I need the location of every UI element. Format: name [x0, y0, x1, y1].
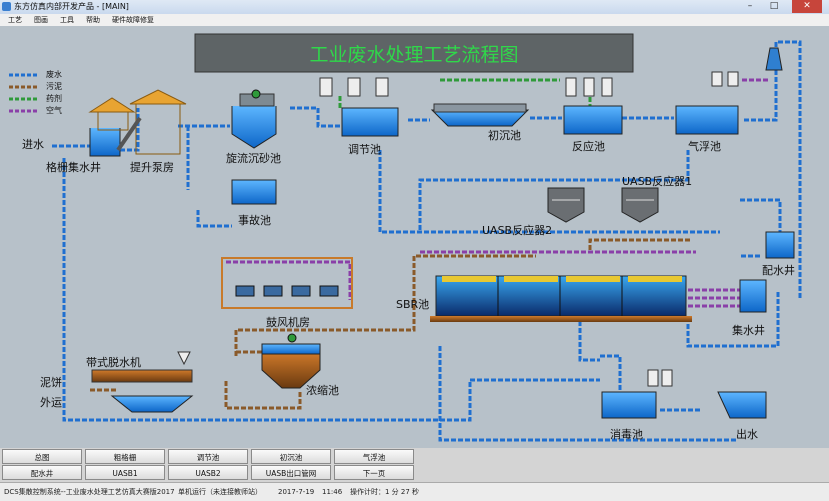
- water-pipes: [52, 40, 802, 442]
- label-reaction-tank[interactable]: 反应池: [572, 140, 605, 153]
- label-collection-well[interactable]: 集水井: [732, 324, 765, 337]
- label-sbr-tank[interactable]: SBR池: [396, 298, 430, 311]
- minimize-button[interactable]: –: [747, 1, 753, 11]
- label-uasb-reactor-1[interactable]: UASB反应器1: [622, 175, 693, 188]
- air-pipes: [226, 78, 770, 308]
- nav-button-primary-clarifier[interactable]: 初沉池: [251, 449, 331, 464]
- legend-label-air: 空气: [46, 106, 62, 115]
- uasb-reactor-1: [621, 187, 659, 223]
- legend-label-sludge: 污泥: [46, 82, 62, 91]
- grit-chamber: [231, 89, 277, 149]
- menu-item-process[interactable]: 工艺: [8, 16, 22, 24]
- dosing-units-3: [647, 369, 673, 387]
- app-icon: [2, 2, 11, 11]
- menu-item-tools[interactable]: 工具: [60, 16, 74, 24]
- label-belt-filter-press[interactable]: 带式脱水机: [86, 356, 141, 369]
- process-flow-diagram: [9, 33, 802, 442]
- diagram-title: 工业废水处理工艺流程图: [309, 44, 519, 66]
- status-date: 2017-7-19: [278, 488, 315, 496]
- nav-button-coarse-screen[interactable]: 粗格栅: [85, 449, 165, 464]
- status-timer: 操作计时：1 分 27 秒: [350, 488, 420, 496]
- blower-house: [221, 257, 353, 309]
- nav-button-flotation-tank[interactable]: 气浮池: [334, 449, 414, 464]
- distribution-well: [765, 231, 795, 259]
- thickener: [261, 333, 321, 389]
- label-disinfection-tank[interactable]: 消毒池: [610, 428, 643, 441]
- legend-label-wastewater: 废水: [46, 70, 62, 79]
- nav-button-overview[interactable]: 总图: [2, 449, 82, 464]
- flotation-dosing: [711, 71, 739, 87]
- legend-label-chemical: 药剂: [46, 94, 62, 103]
- status-bar: DCS集散控制系统--工业废水处理工艺仿真大赛版2017 单机运行（未连接教师站…: [0, 482, 829, 501]
- label-grit-chamber[interactable]: 旋流沉砂池: [226, 152, 281, 165]
- sludge-pipes: [90, 238, 690, 410]
- lift-pump-house: [116, 89, 187, 155]
- adjustment-tank: [341, 107, 399, 137]
- label-thickener[interactable]: 浓缩池: [306, 384, 339, 397]
- label-lift-pump-house[interactable]: 提升泵房: [130, 161, 174, 174]
- label-adjustment-tank[interactable]: 调节池: [348, 143, 381, 156]
- navigation-bar: 总图 粗格栅 调节池 初沉池 气浮池 配水井 UASB1 UASB2 UASB出…: [0, 448, 829, 482]
- screen-well: [88, 97, 136, 157]
- label-blower-house[interactable]: 鼓风机房: [266, 316, 310, 329]
- uasb-reactor-2: [547, 187, 585, 223]
- label-emergency-tank[interactable]: 事故池: [238, 214, 271, 227]
- legend-lines: [9, 73, 38, 113]
- label-distribution-well[interactable]: 配水井: [762, 264, 795, 277]
- belt-filter-press: [91, 351, 194, 413]
- process-canvas: 工业废水处理工艺流程图 废水 污泥 药剂 空气 进水 格栅集水井 提升泵房 旋流…: [0, 26, 829, 448]
- flotation-tank: [675, 105, 739, 135]
- label-flotation-tank[interactable]: 气浮池: [688, 140, 721, 153]
- nav-button-uasb1[interactable]: UASB1: [85, 465, 165, 480]
- dosing-units-2: [565, 77, 613, 97]
- label-inlet[interactable]: 进水: [22, 138, 44, 151]
- label-screen-well[interactable]: 格栅集水井: [46, 161, 101, 174]
- reaction-tank: [563, 105, 623, 135]
- label-sludge-cake: 泥饼: [40, 376, 62, 389]
- outlet-tank: [717, 391, 767, 419]
- sbr-tanks: [430, 275, 692, 322]
- status-mode: 单机运行（未连接教师站）: [178, 488, 262, 496]
- maximize-button[interactable]: □: [769, 1, 779, 11]
- title-panel: [194, 33, 634, 73]
- menu-bar: 工艺 图画 工具 帮助 硬件故障修复: [0, 14, 829, 26]
- nav-button-uasb2[interactable]: UASB2: [168, 465, 248, 480]
- menu-item-hardware-repair[interactable]: 硬件故障修复: [112, 16, 154, 24]
- status-time: 11:46: [322, 488, 343, 496]
- label-uasb-reactor-2[interactable]: UASB反应器2: [482, 224, 553, 237]
- title-bar: 东方仿真内部开发产品 - [MAIN] – □ ✕: [0, 0, 829, 14]
- menu-item-help[interactable]: 帮助: [86, 16, 100, 24]
- window-title: 东方仿真内部开发产品 - [MAIN]: [14, 2, 129, 11]
- nav-button-next-page[interactable]: 下一页: [334, 465, 414, 480]
- menu-item-image[interactable]: 图画: [34, 16, 48, 24]
- disinfection-tank: [601, 391, 657, 419]
- emergency-tank: [231, 179, 277, 205]
- close-button[interactable]: ✕: [792, 0, 822, 13]
- nav-button-adjustment-tank[interactable]: 调节池: [168, 449, 248, 464]
- nav-button-uasb-outlet-network[interactable]: UASB出口管网: [251, 465, 331, 480]
- label-transport: 外运: [40, 396, 62, 409]
- blowers: [235, 285, 339, 297]
- label-primary-clarifier[interactable]: 初沉池: [488, 129, 521, 142]
- air-tank: [765, 47, 783, 71]
- status-system: DCS集散控制系统--工业废水处理工艺仿真大赛版2017: [4, 488, 175, 496]
- nav-button-distribution-well[interactable]: 配水井: [2, 465, 82, 480]
- label-outlet[interactable]: 出水: [736, 428, 758, 441]
- dosing-units-1: [319, 77, 389, 97]
- primary-clarifier: [430, 103, 530, 127]
- collection-well: [739, 279, 767, 313]
